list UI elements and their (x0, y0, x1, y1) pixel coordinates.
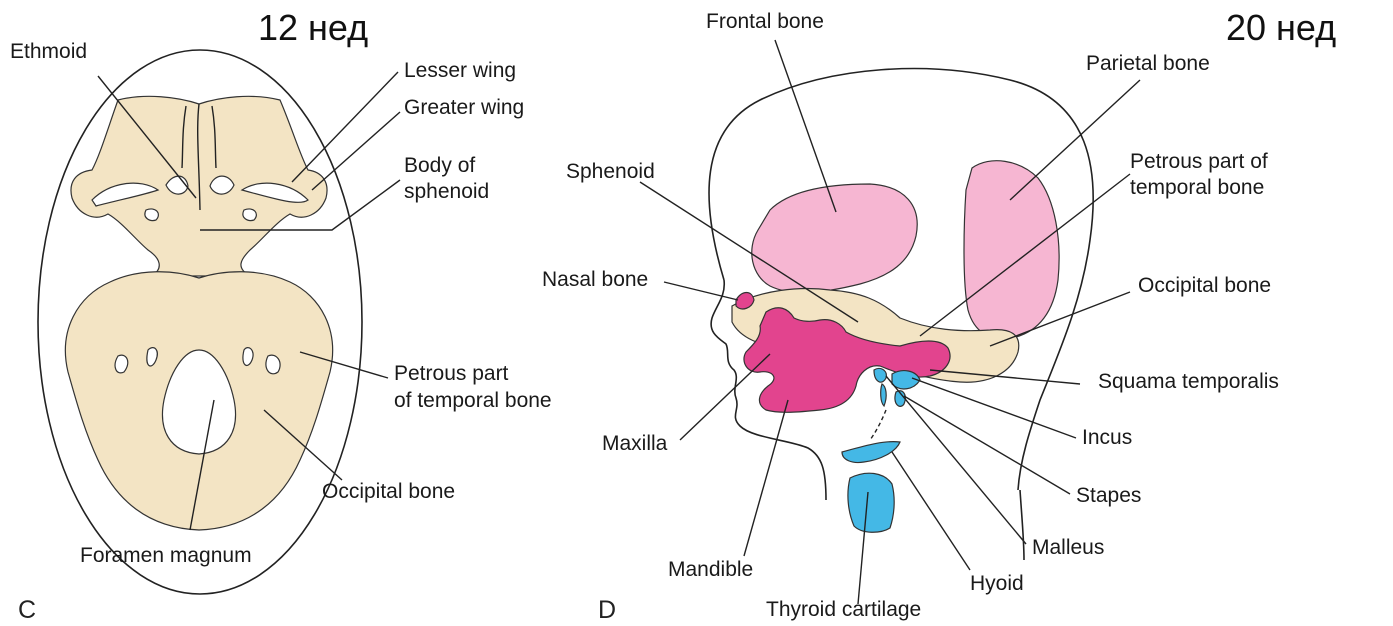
label-squama-temporalis: Squama temporalis (1098, 370, 1279, 393)
leader-incus (912, 378, 1076, 438)
label-sphenoid: sphenoid (404, 180, 489, 203)
leader-mandible (744, 400, 788, 556)
leader-maxilla (680, 354, 770, 440)
leader-malleus (886, 376, 1026, 544)
label-incus: Incus (1082, 426, 1132, 449)
label-sphenoid: Sphenoid (566, 160, 655, 183)
label-malleus: Malleus (1032, 536, 1104, 559)
leader-frontal (775, 40, 836, 212)
label-occipital-bone: Occipital bone (322, 480, 455, 503)
panel-letter-d: D (598, 596, 616, 624)
foramen-rotundum-right (243, 209, 256, 221)
parietal-bone (964, 161, 1059, 339)
label-thyroid-cartilage: Thyroid cartilage (766, 598, 921, 621)
stylohyoid-ligament (870, 410, 886, 440)
week-label-20: 20 нед (1226, 7, 1336, 48)
label-ethmoid: Ethmoid (10, 40, 87, 63)
leader-nasal (664, 282, 738, 300)
leader-stapes (904, 396, 1070, 494)
label-petrous-part-of: Petrous part of (1130, 150, 1268, 173)
malleus-shape (874, 368, 886, 382)
label-lesser-wing: Lesser wing (404, 59, 516, 82)
styloid-shape (881, 384, 886, 406)
label-nasal-bone: Nasal bone (542, 268, 648, 291)
label-mandible: Mandible (668, 558, 753, 581)
label-frontal-bone: Frontal bone (706, 10, 824, 33)
label-parietal-bone: Parietal bone (1086, 52, 1210, 75)
foramen-rotundum-left (145, 209, 158, 221)
label-of-temporal-bone: of temporal bone (394, 389, 552, 412)
label-stapes: Stapes (1076, 484, 1141, 507)
thyroid-cartilage-shape (848, 473, 894, 532)
panel-c-base-of-skull: Ethmoid Lesser wing Greater wing Body of… (10, 7, 552, 624)
label-body-of: Body of (404, 154, 475, 177)
label-maxilla: Maxilla (602, 432, 668, 455)
hyoid-shape (842, 442, 900, 463)
week-label-12: 12 нед (258, 7, 368, 48)
label-temporal-bone: temporal bone (1130, 176, 1264, 199)
label-occipital-bone: Occipital bone (1138, 274, 1271, 297)
label-foramen-magnum: Foramen magnum (80, 544, 252, 567)
internal-acoustic-right-b (266, 355, 280, 374)
panel-d-lateral-skull: Frontal bone Parietal bone Sphenoid Petr… (542, 7, 1336, 624)
frontal-bone (752, 184, 917, 293)
label-petrous-part: Petrous part (394, 362, 509, 385)
label-greater-wing: Greater wing (404, 96, 524, 119)
neck-back (1020, 490, 1024, 560)
label-hyoid: Hyoid (970, 572, 1024, 595)
panel-letter-c: C (18, 596, 36, 624)
leader-hyoid (892, 452, 970, 570)
internal-acoustic-left-b (115, 355, 128, 373)
